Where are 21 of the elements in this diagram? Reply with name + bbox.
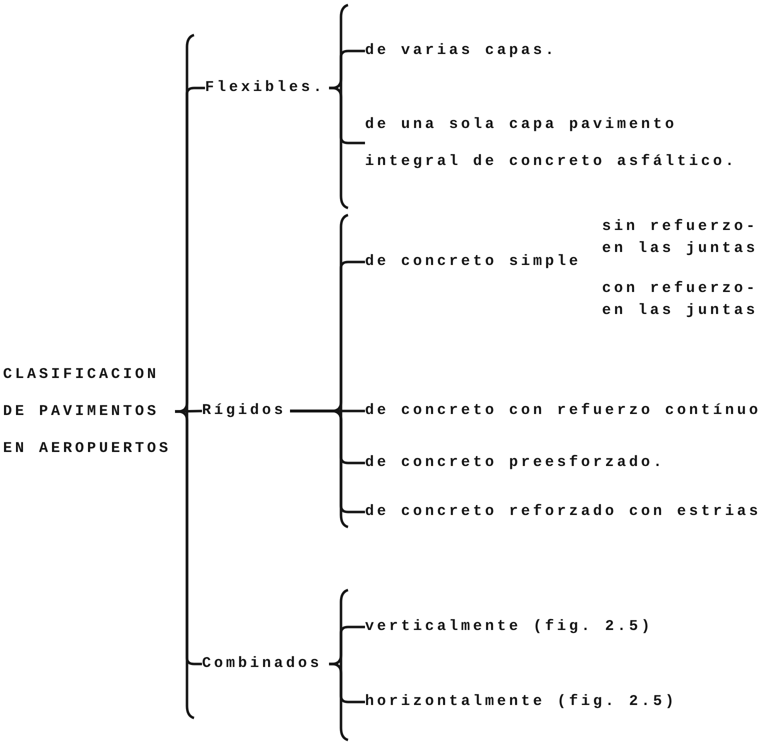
category-label: de concreto preesforzado. [365, 452, 675, 474]
category-label: de varias capas. [365, 40, 565, 62]
category-label: de concreto simple [365, 251, 585, 273]
category-label: de una sola capa pavimento integral de concreto asfáltico. [365, 106, 775, 180]
category-label: horizontalmente (fig. 2.5) [365, 691, 695, 713]
category-label: Rígidos [202, 400, 290, 422]
category-label: verticalmente (fig. 2.5) [365, 616, 685, 638]
brace-connector [175, 410, 202, 666]
subtype-label: con refuerzo- en las juntas [602, 279, 760, 321]
category-label: Flexibles. [205, 77, 329, 99]
brace-connector [329, 662, 365, 704]
category-label: Combinados [202, 653, 329, 675]
subtype-label: sin refuerzo- en las juntas [602, 217, 760, 259]
category-label: CLASIFICACION DE PAVIMENTOS EN AEROPUERTOS [3, 356, 175, 467]
brace-connector [329, 626, 365, 666]
brace-connector [329, 50, 365, 90]
brace-connector [174, 410, 202, 413]
category-label: de concreto reforzado con estrias [365, 501, 765, 523]
brace-connector [329, 86, 365, 144]
category-label: de concreto con refuerzo contínuo [365, 400, 765, 422]
brace-connector [290, 410, 365, 514]
